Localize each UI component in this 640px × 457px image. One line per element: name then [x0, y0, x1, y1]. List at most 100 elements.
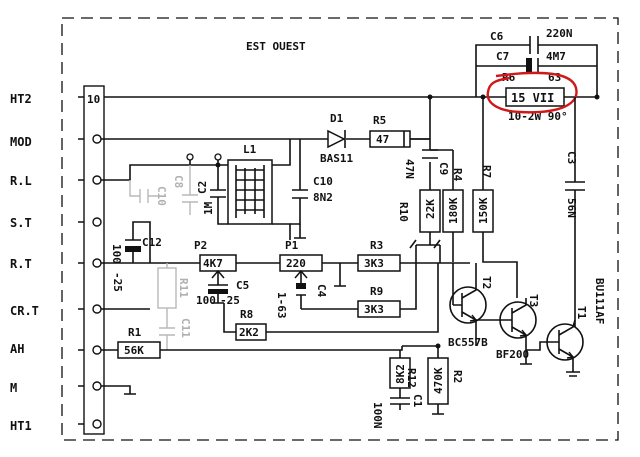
c12-ref: C12 [142, 236, 162, 249]
pin-label-st: S.T [10, 216, 32, 230]
c2-value: 1M [202, 201, 215, 215]
c2-capacitor: C2 1M [196, 165, 228, 225]
c1-value: 100N [371, 402, 384, 429]
r1-resistor: R1 56K [117, 326, 161, 359]
c10-capacitor-ghost: C10 [129, 180, 168, 206]
pin-label-ht1: HT1 [10, 419, 32, 433]
r2-resistor: 470K R2 [427, 346, 464, 415]
r3-value: 3K3 [364, 257, 384, 270]
connector-strip: 10 [78, 85, 105, 435]
d1-ref: D1 [330, 112, 344, 125]
c12-rating: -25 [111, 272, 124, 292]
pin-label-ht2: HT2 [10, 92, 32, 106]
r1-value: 56K [124, 344, 144, 357]
r9-ref: R9 [370, 285, 383, 298]
t1-transistor: T1 BU111AF [526, 278, 606, 377]
c9-capacitor: C9 47N [403, 149, 450, 179]
p2-ref: P2 [194, 239, 207, 252]
pin-label-crt: CR.T [10, 304, 39, 318]
c9-ref: C9 [437, 162, 450, 175]
t3-transistor: T3 BF200 [476, 294, 540, 361]
c4-value: 1-63 [275, 292, 288, 319]
pin-labels: HT2 MOD R.L S.T R.T CR.T AH M HT1 [10, 92, 39, 433]
c7-capacitor: C7 4M7 [476, 50, 597, 74]
p1-ref: P1 [285, 239, 299, 252]
rl-line [101, 157, 219, 181]
p2-potentiometer: P2 4K7 [194, 239, 237, 283]
r4-ref: R4 [451, 168, 464, 182]
c4-ref: C4 [315, 284, 328, 298]
d1-diode: D1 BAS11 [320, 112, 353, 165]
r3-resistor: R3 3K3 [357, 239, 401, 272]
c5-ref: C5 [236, 279, 249, 292]
c12-capacitor: C12 100 -25 [110, 232, 162, 292]
t2-ref: T2 [480, 276, 493, 289]
c6-ref: C6 [490, 30, 504, 43]
c3-value: 56N [565, 198, 578, 218]
diagram-title: EST OUEST [246, 40, 306, 53]
c6-value: 220N [546, 27, 573, 40]
t1-value: BU111AF [593, 278, 606, 324]
c7-value: 4M7 [546, 50, 566, 63]
r7-value: 150K [477, 197, 490, 224]
c12-value: 100 [110, 244, 123, 264]
r6-highlight-circle [486, 71, 578, 114]
r2-ref: R2 [451, 370, 464, 383]
l1-transformer: L1 [227, 143, 273, 225]
r5-value: 47 [376, 133, 389, 146]
p1-value: 220 [286, 257, 306, 270]
r12-ref: R12 [405, 368, 418, 388]
c10-value: 8N2 [313, 191, 333, 204]
r5-ref: R5 [373, 114, 386, 127]
c5-rating: -25 [220, 294, 240, 307]
c8-capacitor-ghost: C8 [172, 165, 198, 215]
t2-transistor: T2 BC557B [448, 263, 493, 349]
r12-resistor: 8K2 R12 [389, 357, 418, 389]
r10-resistor: 22K R10 [397, 189, 441, 233]
r2-value: 470K [432, 367, 445, 394]
r3-ref: R3 [370, 239, 383, 252]
c5-value: 100 [196, 294, 216, 307]
c6-capacitor: C6 220N [475, 27, 598, 97]
c10-ghost-ref: C10 [155, 186, 168, 206]
r4-value: 180K [447, 197, 460, 224]
r6-box-label: 15 VII [511, 91, 554, 105]
r11-ref: R11 [177, 278, 190, 298]
c1-capacitor: C1 100N [371, 388, 424, 429]
r10-value: 22K [424, 199, 437, 219]
c10-ref: C10 [313, 175, 333, 188]
pin-label-mod: MOD [10, 135, 32, 149]
c8-ref: C8 [172, 175, 185, 188]
r7-ref: R7 [480, 165, 493, 178]
t2-value: BC557B [448, 336, 488, 349]
ah-line [101, 346, 403, 351]
l1-ref: L1 [243, 143, 257, 156]
pin-label-m: M [10, 381, 17, 395]
r9-resistor: R9 3K3 [357, 285, 401, 318]
c11-ref: C11 [179, 318, 192, 338]
module-frame [61, 17, 619, 441]
p1-potentiometer: P1 220 [279, 239, 323, 283]
pin-label-rt: R.T [10, 257, 32, 271]
pin-label-rl: R.L [10, 174, 32, 188]
r5-resistor: R5 47 [369, 114, 411, 148]
r12-value: 8K2 [394, 364, 407, 384]
pin-marker: 10 [87, 93, 100, 106]
t3-ref: T3 [527, 294, 540, 307]
r6-resistor: R6 63 15 VII 10-2W 90° [502, 71, 568, 123]
r7-resistor: 150K R7 [472, 97, 494, 233]
c11-capacitor-ghost: C11 [159, 318, 192, 350]
c1-ref: C1 [411, 394, 424, 408]
c7-ref: C7 [496, 50, 509, 63]
c4-capacitor: C4 1-63 [275, 283, 328, 319]
r8-ref: R8 [240, 308, 253, 321]
p2-value: 4K7 [203, 257, 223, 270]
r8-value: 2K2 [239, 326, 259, 339]
m-line [101, 385, 136, 395]
r9-value: 3K3 [364, 303, 384, 316]
c2-ref: C2 [196, 181, 209, 194]
c3-capacitor: C3 56N [565, 97, 585, 330]
r8-resistor: R8 2K2 [235, 308, 267, 341]
